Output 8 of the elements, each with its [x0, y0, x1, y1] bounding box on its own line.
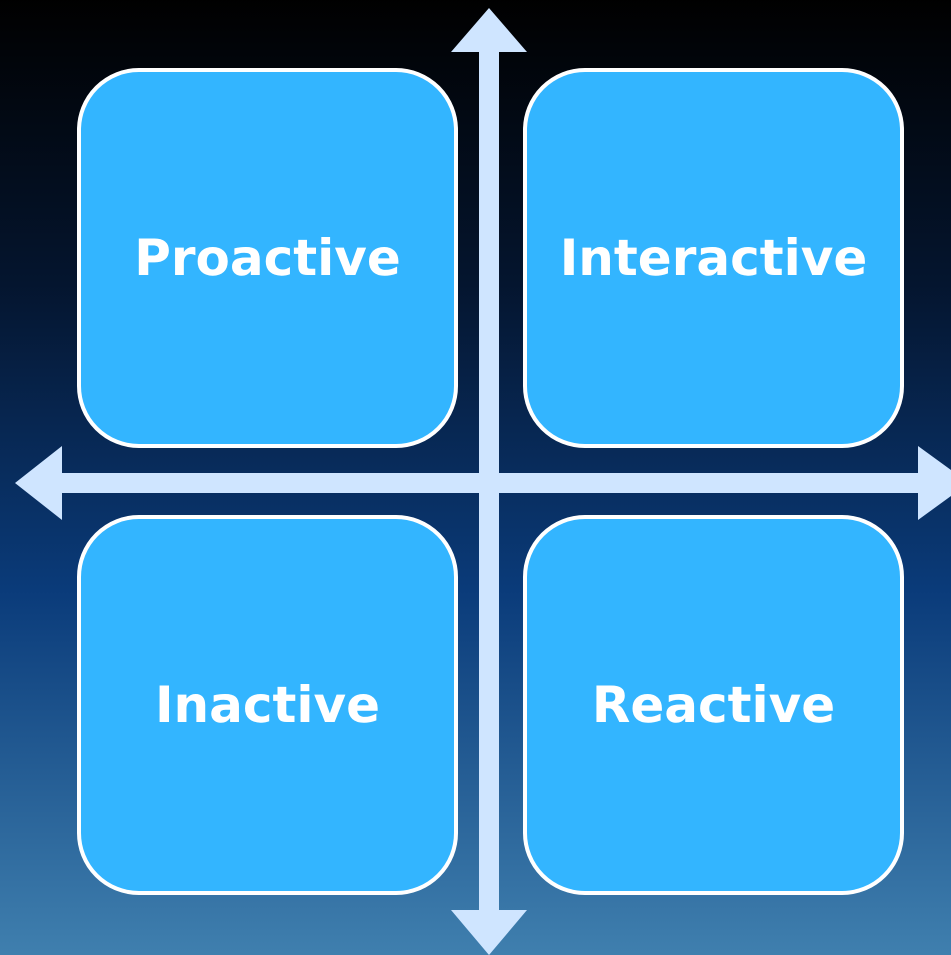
quadrant-label: Proactive: [134, 229, 401, 287]
quadrant-box: [77, 515, 458, 895]
quadrant-label: Inactive: [154, 676, 380, 734]
quadrant-box: [523, 68, 904, 448]
quadrant-label: Interactive: [560, 229, 868, 287]
quadrant-label: Reactive: [592, 676, 836, 734]
quadrant-box: [77, 68, 458, 448]
quadrant-box: [523, 515, 904, 895]
